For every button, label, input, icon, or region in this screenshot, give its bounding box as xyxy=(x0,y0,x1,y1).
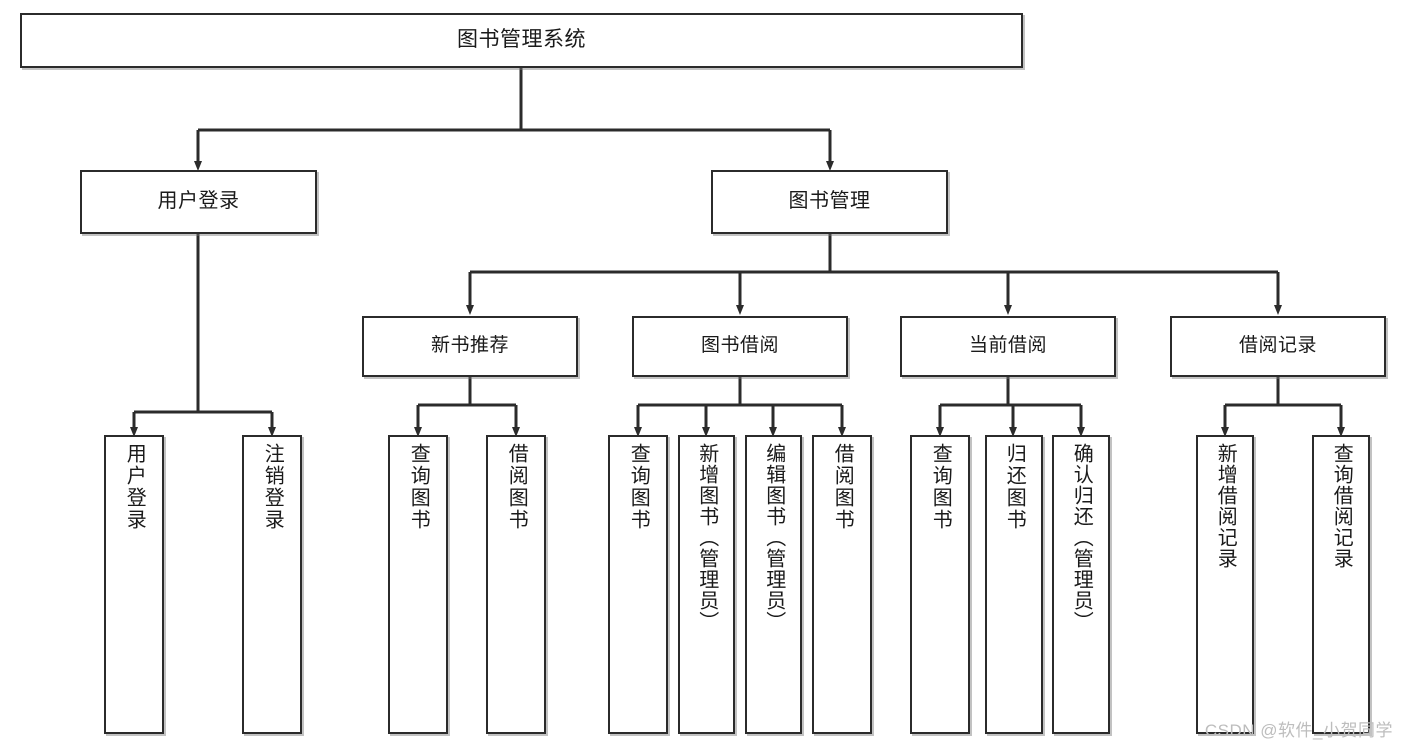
node-book-borrow-label: 图书借阅 xyxy=(700,335,779,357)
leaf-return-book-label: 归还图书 xyxy=(1003,443,1026,531)
leaf-query-book-borrow-label: 查询图书 xyxy=(627,443,650,531)
node-book-management-label: 图书管理 xyxy=(788,190,871,213)
leaf-add-book-admin[interactable]: 新增图书（管理员） xyxy=(678,435,735,734)
node-book-management[interactable]: 图书管理 xyxy=(711,170,948,234)
node-current-borrow[interactable]: 当前借阅 xyxy=(900,316,1116,377)
leaf-logout-label: 注销登录 xyxy=(261,443,284,531)
leaf-add-borrow-record[interactable]: 新增借阅记录 xyxy=(1196,435,1254,734)
leaf-return-book[interactable]: 归还图书 xyxy=(985,435,1043,734)
leaf-query-book-borrow[interactable]: 查询图书 xyxy=(608,435,668,734)
leaf-edit-book-admin[interactable]: 编辑图书（管理员） xyxy=(745,435,802,734)
node-new-book-recommend-label: 新书推荐 xyxy=(430,335,509,357)
leaf-borrow-book[interactable]: 借阅图书 xyxy=(812,435,872,734)
leaf-borrow-book-recommend[interactable]: 借阅图书 xyxy=(486,435,546,734)
leaf-confirm-return-admin-label: 确认归还（管理员） xyxy=(1070,443,1093,632)
leaf-query-book-current[interactable]: 查询图书 xyxy=(910,435,970,734)
leaf-query-book-recommend-label: 查询图书 xyxy=(407,443,430,531)
leaf-user-login-label: 用户登录 xyxy=(123,443,146,531)
leaf-add-borrow-record-label: 新增借阅记录 xyxy=(1214,443,1237,569)
leaf-confirm-return-admin[interactable]: 确认归还（管理员） xyxy=(1052,435,1110,734)
leaf-borrow-book-recommend-label: 借阅图书 xyxy=(505,443,528,531)
node-borrow-record[interactable]: 借阅记录 xyxy=(1170,316,1386,377)
node-new-book-recommend[interactable]: 新书推荐 xyxy=(362,316,578,377)
leaf-add-book-admin-label: 新增图书（管理员） xyxy=(695,443,718,632)
node-user-login-label: 用户登录 xyxy=(157,190,240,213)
leaf-query-book-current-label: 查询图书 xyxy=(929,443,952,531)
watermark-text: CSDN @软件_小贺同学 xyxy=(1204,721,1393,740)
leaf-borrow-book-label: 借阅图书 xyxy=(831,443,854,531)
node-borrow-record-label: 借阅记录 xyxy=(1238,335,1317,357)
leaf-user-login[interactable]: 用户登录 xyxy=(104,435,164,734)
leaf-edit-book-admin-label: 编辑图书（管理员） xyxy=(762,443,785,632)
node-root[interactable]: 图书管理系统 xyxy=(20,13,1023,68)
leaf-query-borrow-record[interactable]: 查询借阅记录 xyxy=(1312,435,1370,734)
node-current-borrow-label: 当前借阅 xyxy=(968,335,1047,357)
node-user-login[interactable]: 用户登录 xyxy=(80,170,317,234)
leaf-query-book-recommend[interactable]: 查询图书 xyxy=(388,435,448,734)
node-book-borrow[interactable]: 图书借阅 xyxy=(632,316,848,377)
leaf-logout[interactable]: 注销登录 xyxy=(242,435,302,734)
leaf-query-borrow-record-label: 查询借阅记录 xyxy=(1330,443,1353,569)
node-root-label: 图书管理系统 xyxy=(457,28,586,52)
